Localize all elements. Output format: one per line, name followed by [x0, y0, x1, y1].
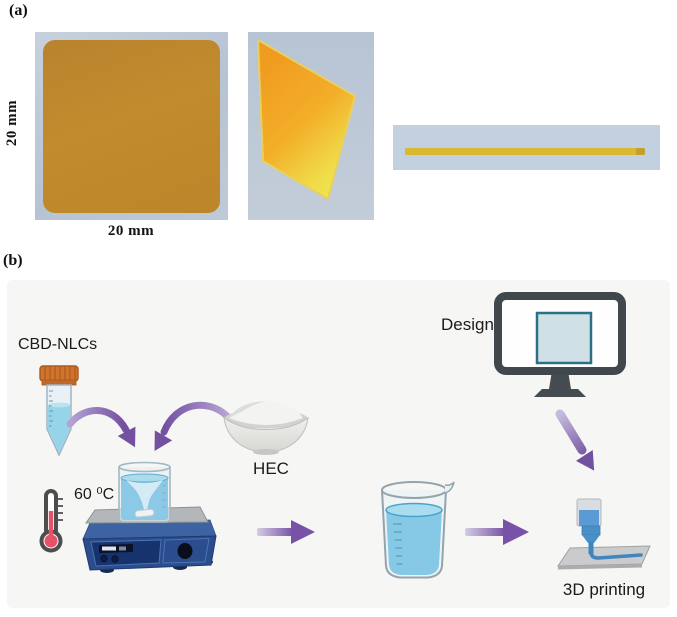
3d-printer-icon: [557, 498, 651, 570]
thermometer-icon: [39, 489, 63, 553]
centrifuge-tube-icon: [39, 365, 79, 457]
beaker-icon: [381, 481, 455, 579]
panel-b-label: (b): [3, 252, 23, 269]
arrow-right-icon-2: [465, 519, 529, 545]
hec-label: HEC: [253, 459, 289, 478]
film-edge-bar: [405, 148, 645, 155]
film-front-face: [43, 40, 220, 213]
cbd-nlcs-label: CBD-NLCs: [18, 336, 98, 353]
panel-a-height-dimension: 20 mm: [4, 99, 20, 147]
magnetic-stirrer-icon: [82, 461, 217, 573]
panel-a-label: (a): [9, 2, 28, 19]
panel-a-width-dimension: 20 mm: [107, 223, 155, 239]
design-label: Design: [441, 315, 494, 334]
arrow-down-right-icon: [555, 409, 595, 471]
curved-arrow-right-icon: [154, 401, 231, 451]
film-angled-icon: [257, 39, 356, 200]
film-edge-view: [393, 125, 660, 170]
curved-arrow-left-icon: [66, 407, 136, 448]
film-front-view: [35, 32, 228, 220]
arrow-right-icon-1: [257, 520, 315, 544]
temperature-label: 60 ⁰C: [74, 486, 115, 503]
design-square: [535, 311, 593, 365]
printing-label: 3D printing: [562, 580, 646, 599]
monitor-icon: [494, 292, 626, 397]
film-edge-right-cap: [636, 148, 645, 155]
powder-bowl-icon: [223, 401, 309, 455]
film-angled-view: [248, 32, 374, 220]
